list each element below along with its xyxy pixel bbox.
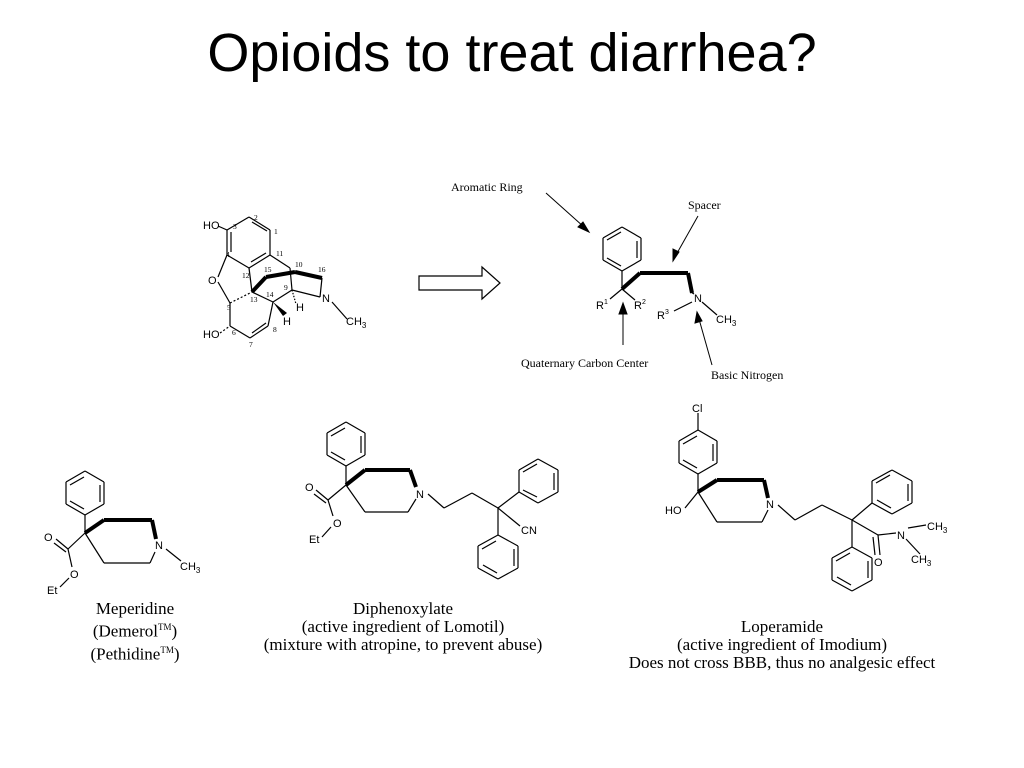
loperamide-carbonyl-o: O (874, 557, 883, 569)
pharmacophore-ch3: CH3 (716, 314, 737, 328)
diphenoxylate-carbonyl-o: O (305, 482, 314, 494)
pharmacophore-r3: R3 (657, 309, 669, 322)
morphine-ether-o: O (208, 275, 217, 287)
label-spacer: Spacer (688, 198, 721, 212)
label-quaternary-carbon: Quaternary Carbon Center (521, 356, 648, 370)
morphine-num-10: 10 (295, 260, 303, 269)
meperidine-carbonyl-o: O (44, 532, 53, 544)
morphine-num-8: 8 (273, 325, 277, 334)
pharmacophore-r2: R2 (634, 299, 646, 312)
diphenoxylate-line2: (active ingredient of Lomotil) (301, 617, 505, 636)
loperamide-ch3-a: CH3 (927, 521, 948, 535)
diphenoxylate-ester-o: O (333, 518, 342, 530)
pharmacophore-n: N (694, 293, 702, 305)
meperidine-ester-o: O (70, 569, 79, 581)
morphine-num-12: 12 (242, 271, 250, 280)
label-aromatic-ring: Aromatic Ring (451, 180, 523, 194)
loperamide-caption: Loperamide (active ingredient of Imodium… (596, 618, 968, 672)
morphine-num-2: 2 (254, 213, 258, 222)
morphine-n: N (322, 293, 330, 305)
meperidine-brand-pethidine: (PethidineTM) (90, 644, 180, 664)
diphenoxylate-cn: CN (521, 525, 537, 537)
meperidine-et: Et (47, 585, 57, 597)
meperidine-n: N (155, 540, 163, 552)
pharmacophore-r1: R1 (596, 299, 608, 312)
morphine-num-3: 3 (233, 222, 237, 231)
morphine-num-13: 13 (250, 295, 258, 304)
loperamide-cl: Cl (692, 403, 702, 415)
morphine-num-1: 1 (274, 227, 278, 236)
loperamide-n: N (766, 499, 774, 511)
morphine-num-11: 11 (276, 249, 283, 258)
morphine-num-9: 9 (284, 283, 288, 292)
loperamide-line3: Does not cross BBB, thus no analgesic ef… (628, 653, 936, 672)
diphenoxylate-n: N (416, 489, 424, 501)
meperidine-name: Meperidine (95, 599, 175, 618)
loperamide-line2: (active ingredient of Imodium) (676, 635, 888, 654)
meperidine-caption: Meperidine (DemerolTM) (PethidineTM) (60, 600, 210, 663)
morphine-ho3: HO (203, 220, 220, 232)
slide-title: Opioids to treat diarrhea? (207, 23, 817, 83)
morphine-num-4: 4 (226, 250, 230, 259)
morphine-num-7: 7 (249, 340, 253, 349)
loperamide-ch3-b: CH3 (911, 554, 932, 568)
diphenoxylate-caption: Diphenoxylate (active ingredient of Lomo… (233, 600, 573, 654)
loperamide-name: Loperamide (740, 617, 824, 636)
morphine-h14: H (283, 316, 291, 328)
meperidine-ch3: CH3 (180, 561, 201, 575)
label-basic-nitrogen: Basic Nitrogen (711, 368, 783, 382)
diphenoxylate-name: Diphenoxylate (352, 599, 454, 618)
morphine-num-16: 16 (318, 265, 326, 274)
morphine-num-15: 15 (264, 265, 272, 274)
morphine-h9: H (296, 302, 304, 314)
loperamide-ho: HO (665, 505, 682, 517)
morphine-ch3: CH3 (346, 316, 367, 330)
diphenoxylate-et: Et (309, 534, 319, 546)
morphine-ho6: HO (203, 329, 220, 341)
loperamide-amide-n: N (897, 530, 905, 542)
diphenoxylate-line3: (mixture with atropine, to prevent abuse… (263, 635, 543, 654)
meperidine-brand-demerol: (DemerolTM) (92, 621, 178, 641)
morphine-num-5: 5 (227, 303, 231, 312)
morphine-num-14: 14 (266, 290, 274, 299)
morphine-num-6: 6 (232, 328, 236, 337)
